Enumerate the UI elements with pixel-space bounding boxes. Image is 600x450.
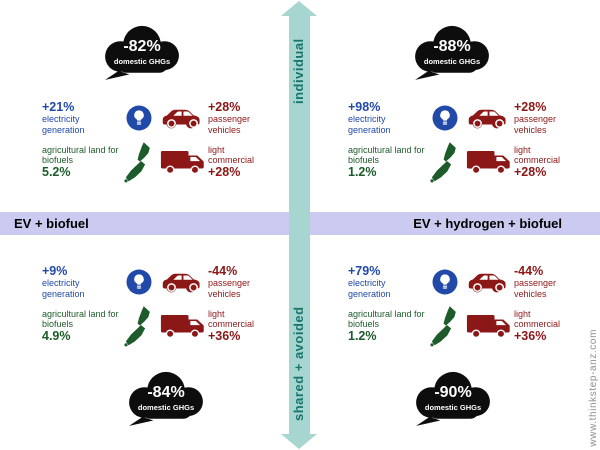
passenger-stat: +28% passenger vehicles	[514, 100, 578, 135]
ghg-cloud-top-left: -82% domestic GHGs	[97, 20, 187, 84]
passenger-stat: -44% passenger vehicles	[514, 264, 578, 299]
electricity-value: +21%	[42, 100, 75, 114]
commercial-label: light commercial	[514, 144, 561, 165]
car-icon	[464, 106, 514, 130]
commercial-label: light commercial	[208, 144, 255, 165]
passenger-value: -44%	[208, 264, 238, 278]
new-zealand-map-icon	[120, 141, 158, 183]
axis-label-individual: individual	[291, 38, 306, 104]
electricity-value: +9%	[42, 264, 68, 278]
ghg-cloud-top-right: -88% domestic GHGs	[407, 20, 497, 84]
ghg-label: domestic GHGs	[113, 57, 171, 66]
electricity-label: electricity generation	[42, 114, 85, 135]
car-icon	[158, 270, 208, 294]
ghg-cloud-bottom-right: -90% domestic GHGs	[408, 366, 498, 430]
quadrant-bottom-right: +79% electricity generation -44% passeng…	[348, 264, 578, 347]
van-icon	[158, 148, 208, 176]
ghg-value: -84%	[147, 384, 185, 401]
electricity-label: electricity generation	[348, 114, 391, 135]
passenger-label: passenger vehicles	[208, 114, 251, 135]
land-stat: agricultural land for biofuels 1.2%	[348, 309, 426, 344]
lightbulb-icon	[120, 269, 158, 295]
electricity-value: +98%	[348, 100, 381, 114]
new-zealand-map-icon	[426, 305, 464, 347]
new-zealand-map-icon	[426, 141, 464, 183]
electricity-stat: +98% electricity generation	[348, 100, 426, 135]
commercial-stat: light commercial +28%	[208, 145, 272, 180]
electricity-value: +79%	[348, 264, 381, 278]
commercial-label: light commercial	[514, 308, 561, 329]
ghg-value: -88%	[433, 38, 471, 55]
commercial-stat: light commercial +36%	[208, 309, 272, 344]
electricity-stat: +9% electricity generation	[42, 264, 120, 299]
passenger-label: passenger vehicles	[514, 114, 557, 135]
land-stat: agricultural land for biofuels 1.2%	[348, 145, 426, 180]
ghg-value: -90%	[434, 384, 472, 401]
electricity-label: electricity generation	[348, 278, 391, 299]
new-zealand-map-icon	[120, 305, 158, 347]
passenger-value: -44%	[514, 264, 544, 278]
quadrant-bottom-left: +9% electricity generation -44% passenge…	[42, 264, 272, 347]
land-value: 1.2%	[348, 165, 377, 180]
commercial-stat: light commercial +28%	[514, 145, 578, 180]
electricity-label: electricity generation	[42, 278, 85, 299]
lightbulb-icon	[120, 105, 158, 131]
land-value: 1.2%	[348, 329, 377, 344]
commercial-value: +28%	[514, 165, 547, 180]
car-icon	[464, 270, 514, 294]
car-icon	[158, 106, 208, 130]
electricity-stat: +79% electricity generation	[348, 264, 426, 299]
passenger-label: passenger vehicles	[208, 278, 251, 299]
commercial-value: +28%	[208, 165, 241, 180]
quadrant-top-right: +98% electricity generation +28% passeng…	[348, 100, 578, 183]
commercial-value: +36%	[208, 329, 241, 344]
ghg-cloud-bottom-left: -84% domestic GHGs	[121, 366, 211, 430]
electricity-stat: +21% electricity generation	[42, 100, 120, 135]
arrow-down-icon	[281, 434, 317, 449]
passenger-value: +28%	[514, 100, 547, 114]
axis-label-ev-biofuel: EV + biofuel	[14, 216, 89, 231]
commercial-label: light commercial	[208, 308, 255, 329]
land-label: agricultural land for biofuels	[42, 144, 119, 165]
ghg-label: domestic GHGs	[424, 403, 482, 412]
land-value: 5.2%	[42, 165, 71, 180]
ghg-label: domestic GHGs	[423, 57, 481, 66]
passenger-value: +28%	[208, 100, 241, 114]
lightbulb-icon	[426, 105, 464, 131]
land-stat: agricultural land for biofuels 5.2%	[42, 145, 120, 180]
van-icon	[464, 148, 514, 176]
watermark: www.thinkstep-anz.com	[588, 329, 599, 447]
van-icon	[158, 312, 208, 340]
commercial-value: +36%	[514, 329, 547, 344]
quadrant-top-left: +21% electricity generation +28% passeng…	[42, 100, 272, 183]
commercial-stat: light commercial +36%	[514, 309, 578, 344]
land-label: agricultural land for biofuels	[348, 144, 425, 165]
vertical-axis-arrow	[289, 14, 310, 436]
land-value: 4.9%	[42, 329, 71, 344]
land-label: agricultural land for biofuels	[42, 308, 119, 329]
land-stat: agricultural land for biofuels 4.9%	[42, 309, 120, 344]
ghg-value: -82%	[123, 38, 161, 55]
land-label: agricultural land for biofuels	[348, 308, 425, 329]
van-icon	[464, 312, 514, 340]
ghg-label: domestic GHGs	[137, 403, 195, 412]
arrow-up-icon	[281, 1, 317, 16]
axis-label-shared-avoided: shared + avoided	[291, 306, 306, 422]
lightbulb-icon	[426, 269, 464, 295]
passenger-stat: -44% passenger vehicles	[208, 264, 272, 299]
passenger-stat: +28% passenger vehicles	[208, 100, 272, 135]
passenger-label: passenger vehicles	[514, 278, 557, 299]
axis-label-ev-hydrogen-biofuel: EV + hydrogen + biofuel	[413, 216, 562, 231]
